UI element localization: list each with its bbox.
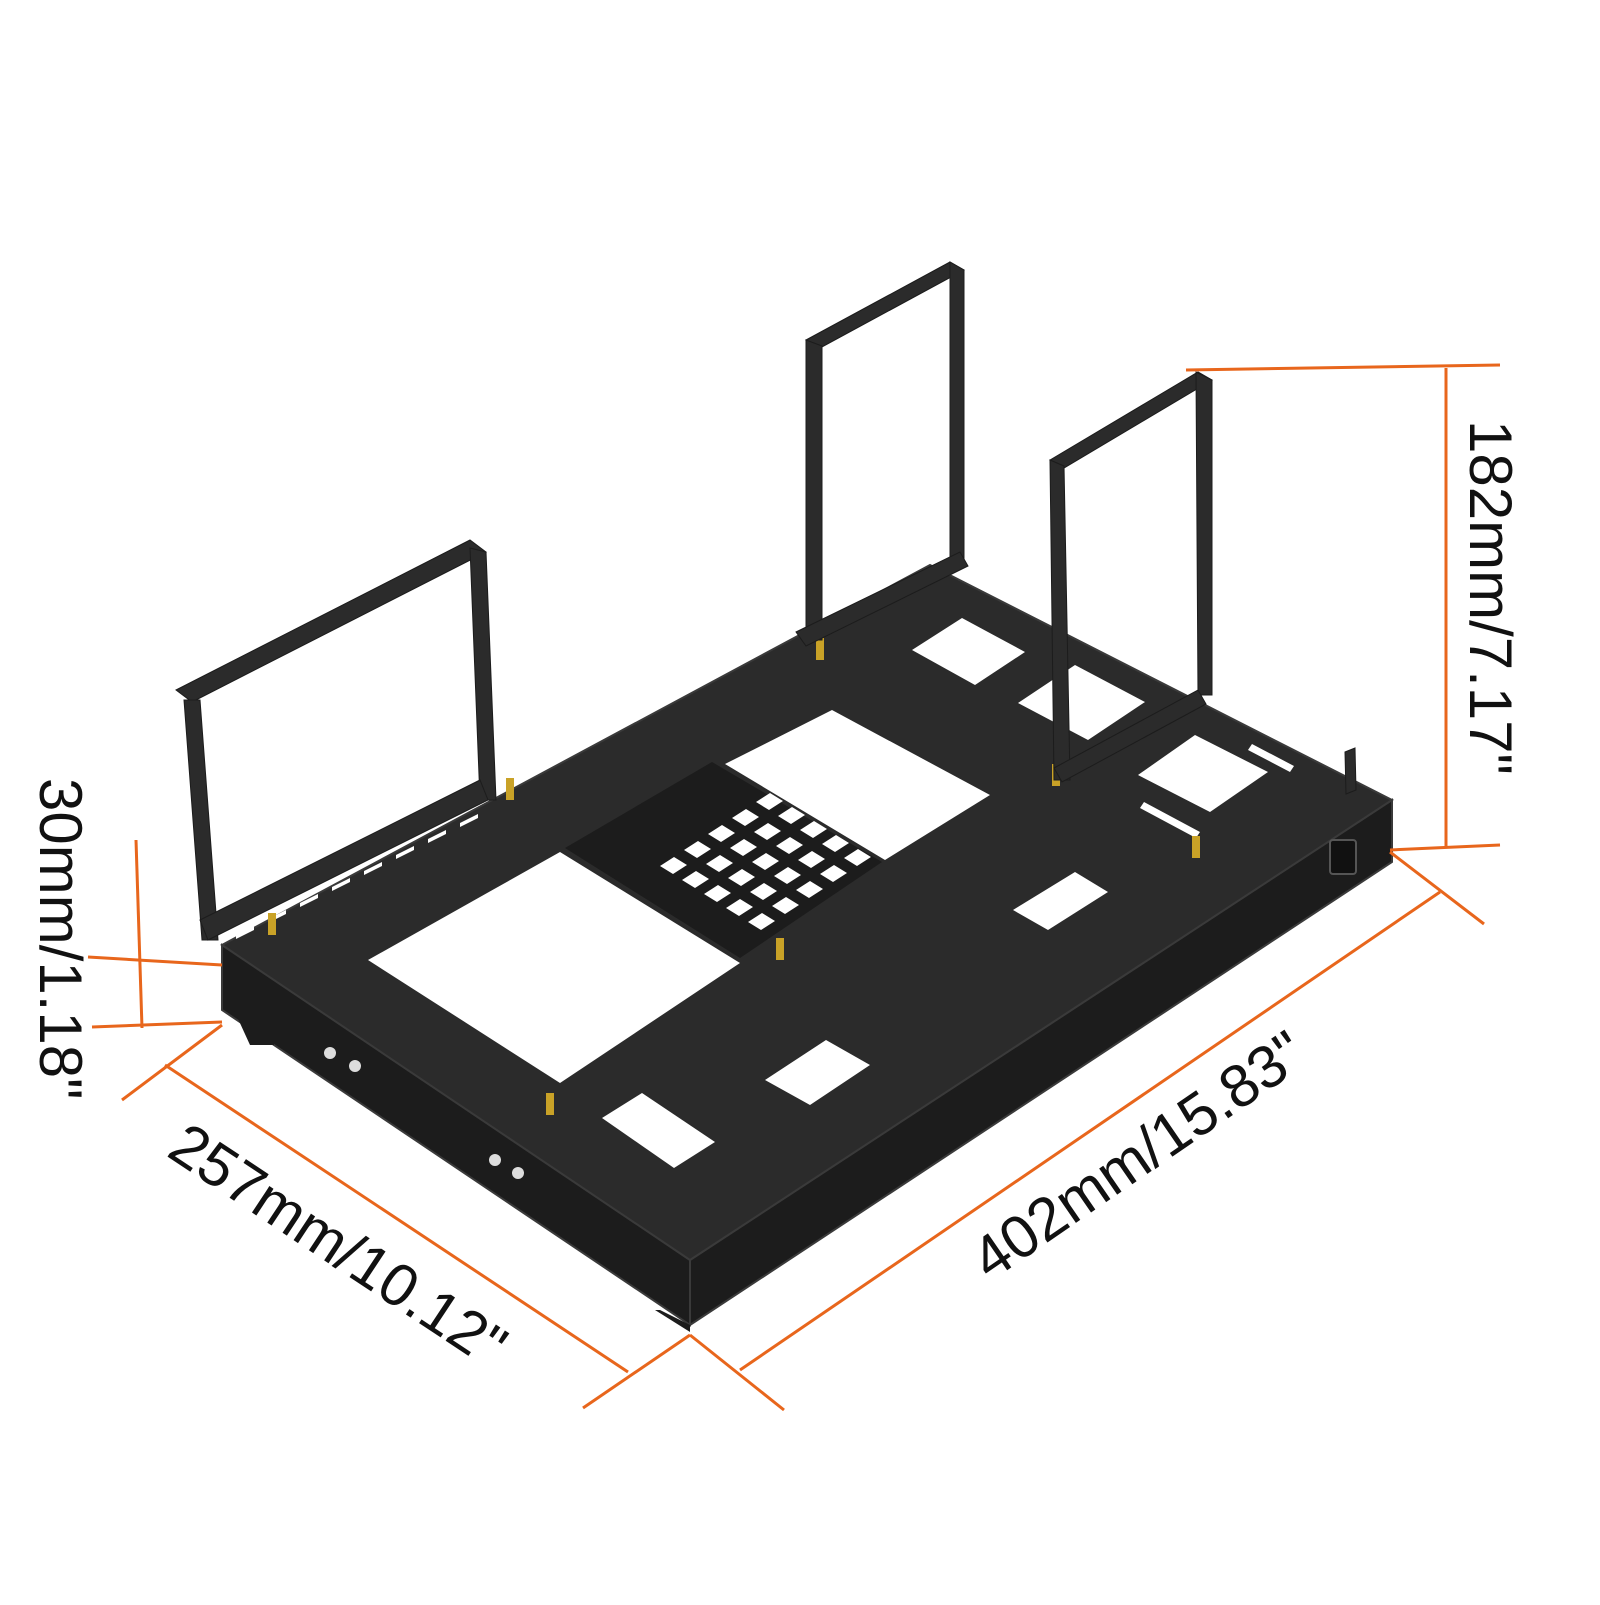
label-height: 182mm/7.17": [1457, 420, 1524, 775]
vent-slot: [300, 894, 318, 907]
standoff: [816, 638, 824, 660]
slot: [1248, 744, 1294, 772]
mesh-hole: [748, 913, 775, 930]
mesh-hole: [752, 853, 779, 870]
tray-foot-left: [234, 1010, 274, 1045]
power-switch-icon[interactable]: [1329, 839, 1357, 875]
mesh-hole: [778, 807, 805, 824]
vent-slot: [460, 814, 478, 827]
standoff: [546, 1093, 554, 1115]
vent-slot: [332, 878, 350, 891]
dim-height-bottom-ext: [1389, 843, 1501, 852]
mesh-hole: [796, 881, 823, 898]
cutout-large-right: [725, 710, 990, 860]
mesh-hole: [776, 837, 803, 854]
vent-slot: [396, 846, 414, 859]
vent-slot: [236, 926, 254, 939]
mesh-hole: [820, 865, 847, 882]
bracket-right: [1049, 371, 1213, 783]
dim-width-ext-left: [121, 1023, 223, 1102]
mesh-hole: [800, 821, 827, 838]
dim-base-top-ext: [87, 955, 223, 967]
mesh-hole: [750, 883, 777, 900]
mesh-hole: [798, 851, 825, 868]
dim-width-line: [164, 1063, 629, 1374]
tray-foot-front: [655, 1310, 690, 1332]
label-base-height: 30mm/1.18": [27, 778, 94, 1099]
dim-width-ext-right: [582, 1333, 691, 1410]
standoff: [776, 938, 784, 960]
dim-height-top-ext: [1185, 363, 1501, 372]
cutout-small: [602, 1093, 715, 1168]
side-hole: [324, 1047, 336, 1059]
standoff: [1192, 836, 1200, 858]
standoff: [506, 778, 514, 800]
side-hole: [512, 1167, 524, 1179]
cpu-mesh-holes: [660, 793, 871, 930]
mesh-hole: [754, 823, 781, 840]
vent-slot: [364, 862, 382, 875]
bracket-left: [175, 539, 497, 941]
cutout-small: [765, 1040, 870, 1105]
cutout-small: [912, 618, 1025, 685]
edge-tab: [1344, 747, 1357, 795]
dim-length-ext-right: [1389, 850, 1485, 926]
slot: [1140, 802, 1200, 838]
mesh-hole: [822, 835, 849, 852]
base-tray: [220, 563, 1394, 1332]
vent-slot: [428, 830, 446, 843]
standoff: [268, 913, 276, 935]
dim-base-line: [134, 839, 144, 1029]
mesh-hole: [704, 885, 731, 902]
mesh-hole: [706, 855, 733, 872]
dim-base-bottom-ext: [91, 1020, 223, 1029]
mesh-hole: [774, 867, 801, 884]
mesh-hole: [684, 841, 711, 858]
dim-length-line: [739, 890, 1441, 1372]
mesh-hole: [772, 897, 799, 914]
mesh-hole: [844, 849, 871, 866]
mesh-hole: [660, 857, 687, 874]
side-hole: [489, 1154, 501, 1166]
dim-length-ext-left: [689, 1333, 785, 1412]
cutout-small: [1138, 735, 1268, 812]
mesh-hole: [726, 899, 753, 916]
mesh-hole: [730, 839, 757, 856]
mesh-hole: [708, 825, 735, 842]
cutout-small: [1013, 872, 1108, 930]
mesh-hole: [728, 869, 755, 886]
cutout-large-left: [368, 852, 740, 1083]
bracket-middle: [795, 261, 969, 647]
cutout-small: [1018, 665, 1145, 740]
mesh-hole: [682, 871, 709, 888]
mesh-hole: [732, 809, 759, 826]
dimension-lines: [87, 363, 1501, 1412]
mesh-hole: [756, 793, 783, 810]
side-hole: [349, 1060, 361, 1072]
